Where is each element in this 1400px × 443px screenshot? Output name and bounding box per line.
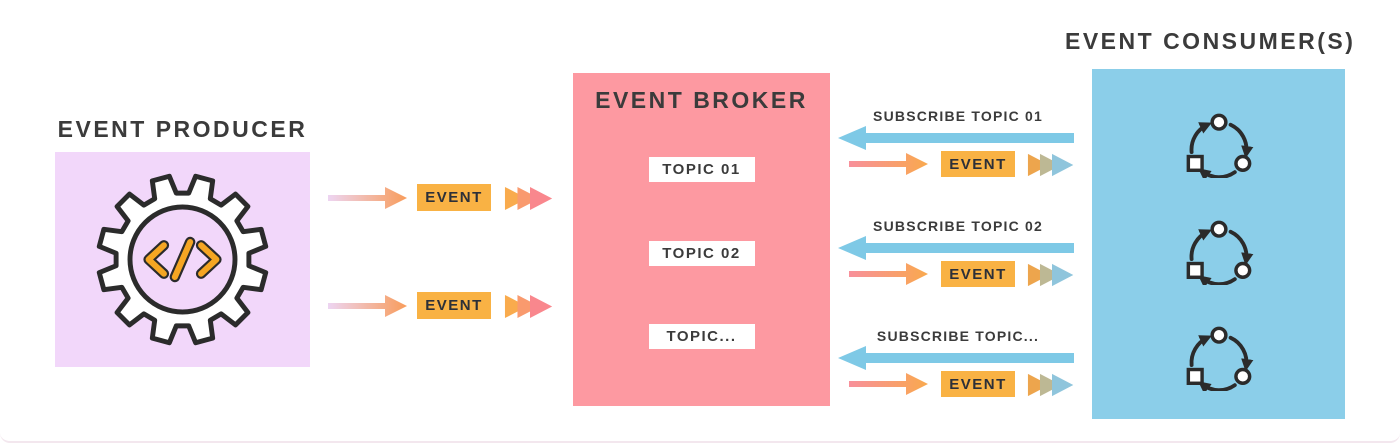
topic-chip: TOPIC 01 bbox=[648, 157, 755, 182]
broker-box: TOPIC 01 TOPIC 02 TOPIC... bbox=[573, 73, 830, 406]
consumer-title: EVENT CONSUMER(S) bbox=[1065, 28, 1356, 54]
producer-title: EVENT PRODUCER bbox=[57, 116, 308, 142]
cycle-process-icon bbox=[1176, 111, 1262, 178]
subscribe-label: SUBSCRIBE TOPIC 02 bbox=[873, 218, 1043, 234]
produce-arrow bbox=[328, 295, 407, 317]
produce-arrow bbox=[328, 187, 407, 209]
fan-out-chevrons-icon bbox=[504, 186, 553, 211]
deliver-arrow bbox=[849, 263, 928, 285]
deliver-arrow bbox=[849, 373, 928, 395]
event-badge: EVENT bbox=[941, 371, 1015, 397]
topic-chip: TOPIC 02 bbox=[648, 241, 755, 266]
subscribe-arrow bbox=[838, 126, 1074, 150]
subscribe-arrow bbox=[838, 346, 1074, 370]
cycle-process-icon bbox=[1176, 218, 1262, 285]
fan-out-chevrons-icon bbox=[1027, 263, 1074, 287]
event-badge: EVENT bbox=[417, 292, 491, 319]
fan-out-chevrons-icon bbox=[504, 294, 553, 319]
event-badge: EVENT bbox=[941, 151, 1015, 177]
consumer-box bbox=[1092, 69, 1345, 419]
producer-box bbox=[55, 152, 310, 367]
event-badge: EVENT bbox=[417, 184, 491, 211]
fan-out-chevrons-icon bbox=[1027, 153, 1074, 177]
topic-chip: TOPIC... bbox=[648, 324, 755, 349]
subscribe-label: SUBSCRIBE TOPIC 01 bbox=[873, 108, 1043, 124]
cycle-process-icon bbox=[1176, 324, 1262, 391]
code-gear-icon bbox=[96, 173, 269, 346]
subscribe-arrow bbox=[838, 236, 1074, 260]
deliver-arrow bbox=[849, 153, 928, 175]
fan-out-chevrons-icon bbox=[1027, 373, 1074, 397]
broker-title: EVENT BROKER bbox=[595, 87, 808, 113]
event-badge: EVENT bbox=[941, 261, 1015, 287]
subscribe-label: SUBSCRIBE TOPIC... bbox=[876, 328, 1040, 344]
